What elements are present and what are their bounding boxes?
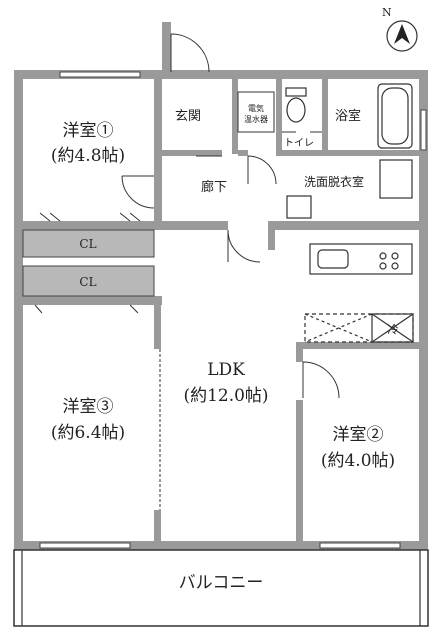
fridge-label: 冷 xyxy=(388,323,399,336)
entrance-label: 玄関 xyxy=(175,109,201,124)
western3-name: 洋室③ xyxy=(63,397,114,417)
compass xyxy=(386,20,418,52)
western1-name: 洋室① xyxy=(63,121,114,141)
hallway-label: 廊下 xyxy=(201,179,227,195)
western3-size: (約6.4帖) xyxy=(51,423,125,443)
bath-label: 浴室 xyxy=(335,108,361,124)
doors xyxy=(34,33,340,510)
closet1-label: CL xyxy=(79,237,96,251)
western2-name: 洋室② xyxy=(333,425,384,445)
western2-size: (約4.0帖) xyxy=(321,451,395,471)
balcony-label: バルコニー xyxy=(179,573,264,593)
balcony-area xyxy=(13,549,429,627)
water-heater-label-1: 電気 xyxy=(248,103,264,113)
ldk-size: (約12.0帖) xyxy=(183,386,268,406)
closets xyxy=(22,229,155,297)
windows xyxy=(39,71,427,549)
interior-walls xyxy=(23,79,419,541)
ldk-name: LDK xyxy=(207,360,245,380)
toilet-label: トイレ xyxy=(284,138,314,149)
western1-size: (約4.8帖) xyxy=(51,146,125,166)
fixtures xyxy=(237,83,414,343)
closet2-label: CL xyxy=(79,275,96,289)
washroom-label: 洗面脱衣室 xyxy=(304,174,364,189)
water-heater-label-2: 温水器 xyxy=(244,114,268,124)
compass-label: N xyxy=(382,6,392,19)
